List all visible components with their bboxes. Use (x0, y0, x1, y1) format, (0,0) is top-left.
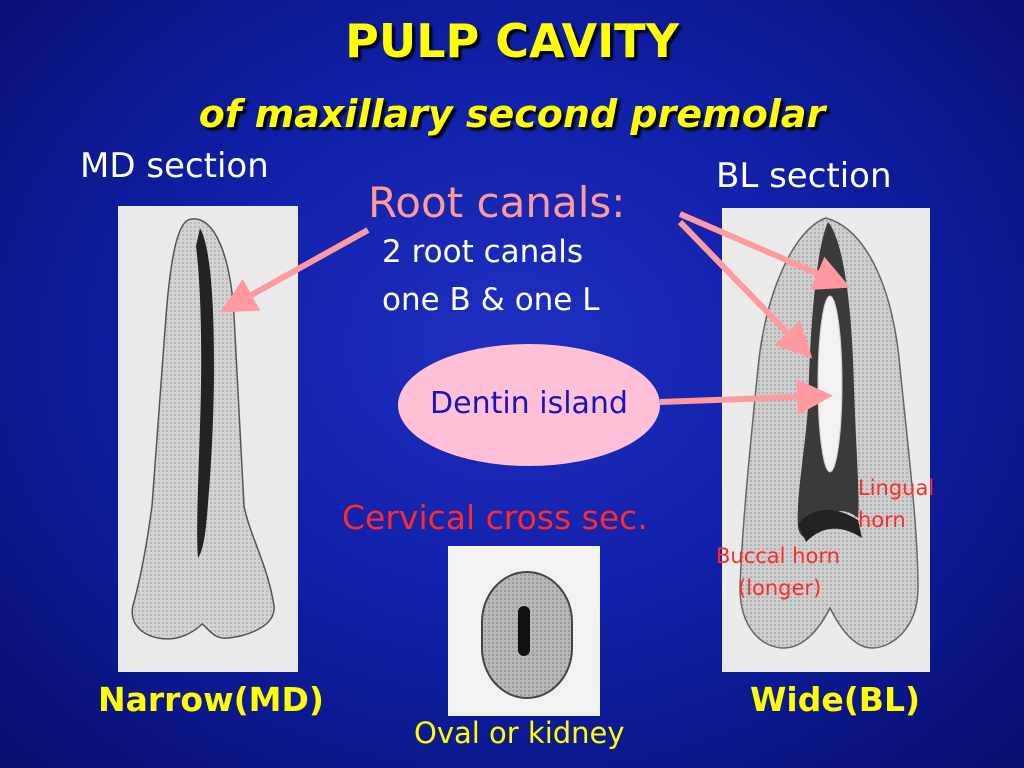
wide-bl-label: Wide(BL) (750, 680, 921, 719)
md-tooth-drawing (131, 218, 275, 640)
narrow-md-label: Narrow(MD) (98, 680, 324, 719)
slide-subtitle: of maxillary second premolar (198, 92, 826, 136)
lingual-horn-label-line2: horn (858, 508, 906, 532)
root-canals-count: 2 root canals (382, 234, 584, 270)
bl-section-label: BL section (716, 156, 892, 196)
arrow-to-md-canal (220, 227, 370, 313)
lingual-horn-label-line1: Lingual (858, 476, 935, 500)
cross-section-drawing (481, 571, 573, 699)
arrow-to-lingual-canal (678, 211, 851, 290)
root-canals-heading: Root canals: (368, 178, 626, 227)
md-section-label: MD section (80, 146, 269, 186)
arrow-to-buccal-canal (677, 219, 813, 359)
dentin-island-label: Dentin island (430, 386, 628, 421)
arrow-to-dentin-island (659, 378, 833, 415)
cervical-cross-section-image (448, 546, 600, 716)
dentin-island-ellipse (398, 344, 660, 466)
slide-title: PULP CAVITY (345, 14, 679, 68)
buccal-horn-label-line1: Buccal horn (716, 544, 840, 568)
oval-or-kidney-label: Oval or kidney (414, 716, 625, 750)
buccal-horn-label-line2: (longer) (738, 576, 822, 600)
root-canals-detail: one B & one L (382, 282, 600, 318)
cervical-cross-sec-label: Cervical cross sec. (342, 498, 648, 537)
md-section-image (118, 206, 298, 672)
